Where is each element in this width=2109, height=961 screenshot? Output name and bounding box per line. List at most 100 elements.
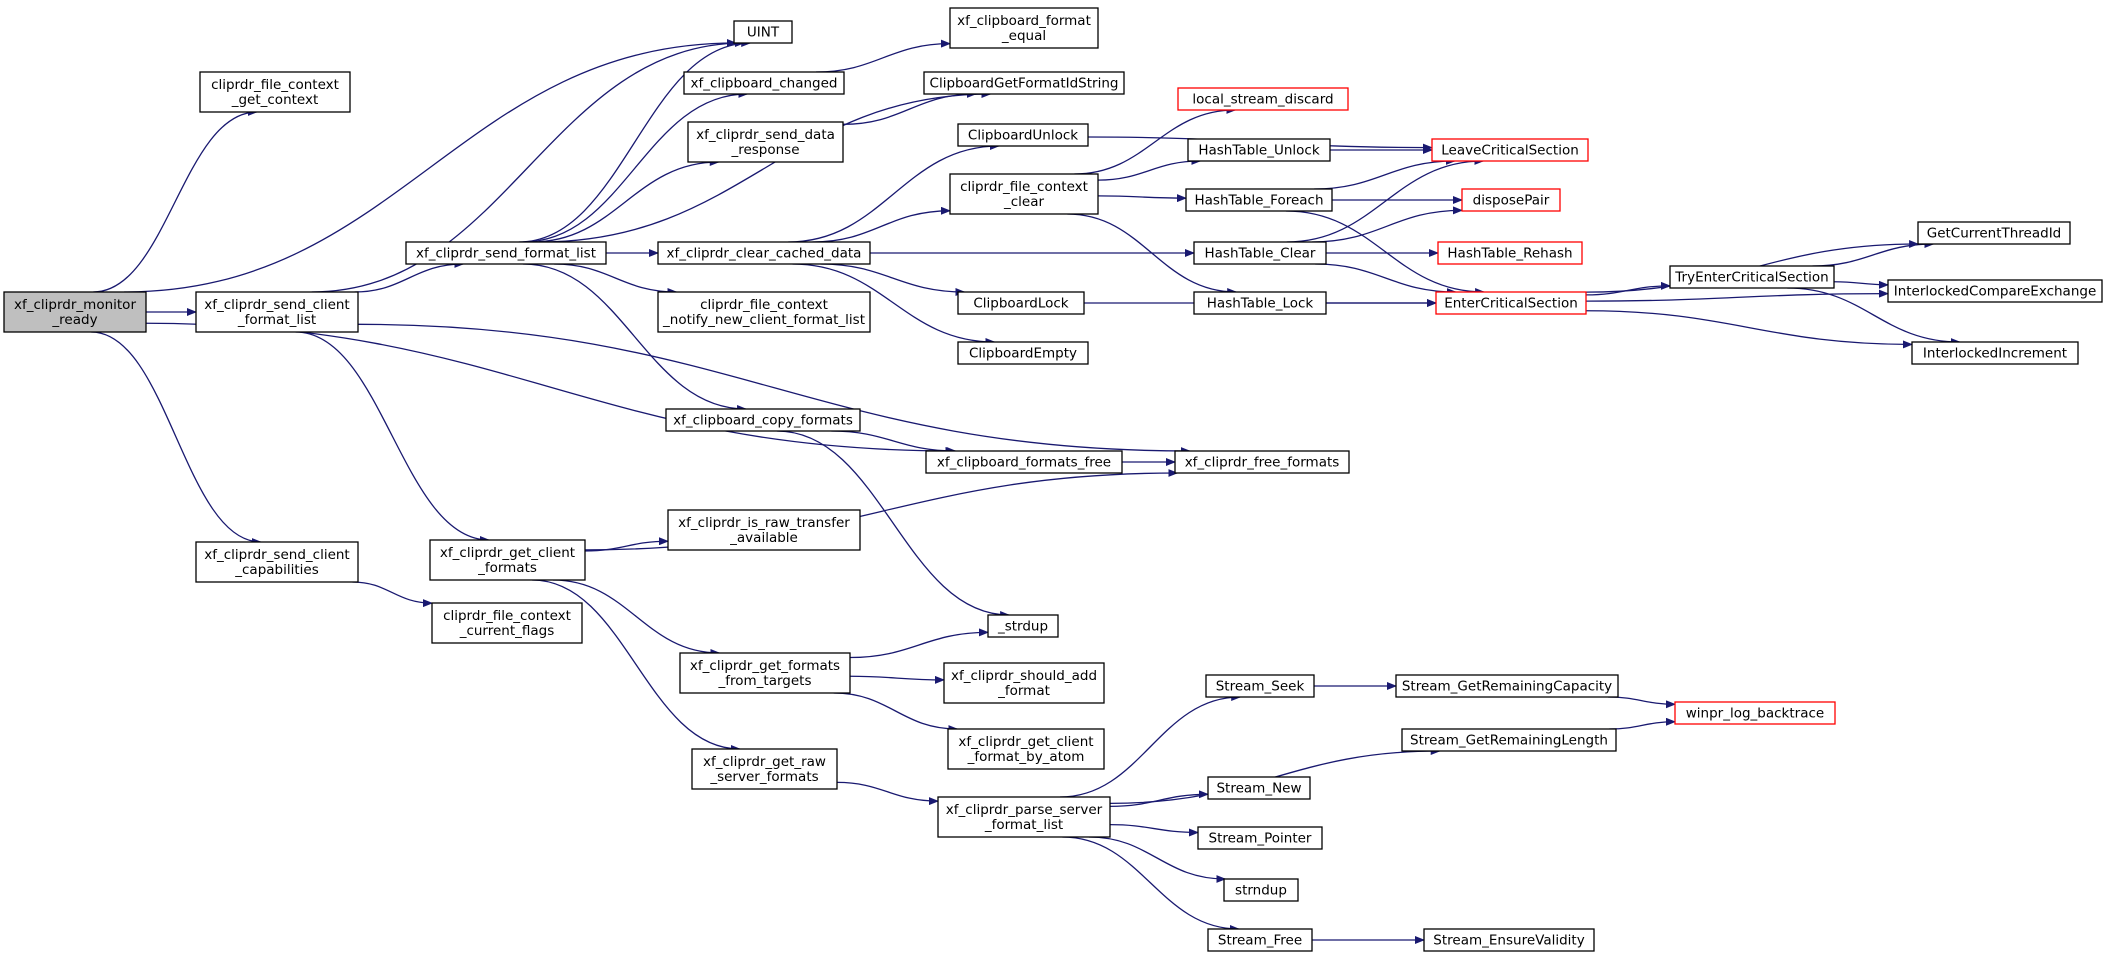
node-label: strndup [1235,883,1287,899]
node-is_raw[interactable]: xf_cliprdr_is_raw_transfer_available [667,509,861,551]
node-clipboard_empty[interactable]: ClipboardEmpty [957,341,1089,365]
call-edge-parse_server-to-strndup [1088,836,1227,883]
node-interlocked_cmp[interactable]: InterlockedCompareExchange [1887,279,2103,303]
call-edge-send_client_format_list-to-send_format_list [354,260,465,293]
node-clipboard_changed[interactable]: xf_clipboard_changed [683,71,845,95]
node-strdup[interactable]: _strdup [987,614,1059,638]
node-send_client_caps[interactable]: xf_cliprdr_send_client_capabilities [195,541,359,583]
node-copy_formats[interactable]: xf_clipboard_copy_formats [665,408,861,432]
edge-line [352,581,433,608]
call-edge-parse_server-to-stream_pointer [1109,824,1199,837]
node-uint[interactable]: UINT [733,20,793,44]
node-log_backtrace[interactable]: winpr_log_backtrace [1674,701,1836,725]
node-ht_rehash[interactable]: HashTable_Rehash [1437,241,1583,265]
node-clipboard_unlock[interactable]: ClipboardUnlock [957,123,1089,147]
node-ensure_validity[interactable]: Stream_EnsureValidity [1423,928,1595,952]
node-format_equal[interactable]: xf_clipboard_format_equal [949,7,1099,49]
edge-line [584,537,669,552]
node-box [1177,87,1349,111]
node-formats_free[interactable]: xf_clipboard_formats_free [925,450,1123,474]
edge-line [1833,280,1889,289]
node-label: Stream_Free [1218,933,1302,949]
node-send_format_list[interactable]: xf_cliprdr_send_format_list [405,241,607,265]
node-ht_lock[interactable]: HashTable_Lock [1193,291,1327,315]
node-enter_cs[interactable]: EnterCriticalSection [1435,291,1587,315]
node-box [691,748,838,790]
node-remaining_capacity[interactable]: Stream_GetRemainingCapacity [1395,674,1619,698]
node-label: _capabilities [234,562,319,578]
node-parse_server[interactable]: xf_cliprdr_parse_server_format_list [937,796,1111,838]
edge-line [1097,157,1202,181]
node-monitor_ready[interactable]: xf_cliprdr_monitor_ready [3,291,147,333]
node-ht_foreach[interactable]: HashTable_Foreach [1185,188,1333,212]
call-edge-monitor_ready-to-file_ctx_get [93,108,258,293]
node-box [195,541,359,583]
edge-line [124,39,737,293]
node-box [957,123,1089,147]
node-file_ctx_flags[interactable]: cliprdr_file_context_current_flags [431,602,583,644]
node-box [195,291,359,333]
call-edge-get_formats_targets-to-strdup [849,628,989,659]
node-label: Stream_GetRemainingLength [1410,733,1608,749]
edge-line [1787,287,1961,346]
call-edge-ht_clear-to-dispose_pair [1312,206,1463,243]
node-box [405,241,607,265]
node-label: xf_cliprdr_free_formats [1185,455,1340,471]
node-try_enter_cs[interactable]: TryEnterCriticalSection [1669,265,1835,289]
node-remaining_length[interactable]: Stream_GetRemainingLength [1401,728,1617,752]
call-edge-send_format_list-to-send_data_response [531,158,720,243]
call-edge-send_client_format_list-to-free_formats [357,323,1191,455]
node-file_ctx_clear[interactable]: cliprdr_file_context_clear [949,173,1099,215]
node-ht_unlock[interactable]: HashTable_Unlock [1187,138,1331,162]
node-stream_seek[interactable]: Stream_Seek [1205,674,1315,698]
node-box [1207,928,1313,952]
node-send_client_format_list[interactable]: xf_cliprdr_send_client_format_list [195,291,359,333]
node-should_add[interactable]: xf_cliprdr_should_add_format [943,662,1105,704]
node-get_thread_id[interactable]: GetCurrentThreadId [1917,221,2071,245]
node-notify_new[interactable]: cliprdr_file_context_notify_new_client_f… [657,291,871,333]
node-stream_new[interactable]: Stream_New [1207,776,1311,800]
node-strndup[interactable]: strndup [1223,878,1299,902]
node-get_format_id_string[interactable]: ClipboardGetFormatIdString [923,71,1125,95]
node-label: cliprdr_file_context [700,297,828,313]
node-get_raw_server[interactable]: xf_cliprdr_get_raw_server_formats [691,748,838,790]
node-label: _current_flags [459,623,555,639]
node-box [1917,221,2071,245]
node-get_client_formats[interactable]: xf_cliprdr_get_client_formats [429,539,586,581]
call-edge-send_format_list-to-notify_new [554,263,678,296]
call-edge-send_client_format_list-to-uint [311,39,745,293]
call-edge-send_format_list-to-uint [518,39,752,243]
node-box [949,173,1099,215]
node-leave_cs[interactable]: LeaveCriticalSection [1431,138,1589,162]
edge-line [295,331,490,544]
node-clear_cached_data[interactable]: xf_cliprdr_clear_cached_data [657,241,871,265]
edge-line [522,90,749,243]
edge-line [833,692,959,733]
node-ht_clear[interactable]: HashTable_Clear [1193,241,1327,265]
edge-line [1609,717,1676,730]
node-free_formats[interactable]: xf_cliprdr_free_formats [1174,450,1350,474]
node-stream_free[interactable]: Stream_Free [1207,928,1313,952]
edge-line [836,781,939,806]
node-local_stream_discard[interactable]: local_stream_discard [1177,87,1349,111]
edge-line [842,90,977,125]
call-edge-file_ctx_clear-to-ht_foreach [1097,194,1187,203]
node-get_formats_targets[interactable]: xf_cliprdr_get_formats_from_targets [679,652,851,694]
edge-line [93,108,258,293]
node-label: HashTable_Clear [1205,246,1316,262]
node-interlocked_inc[interactable]: InterlockedIncrement [1911,341,2079,365]
node-dispose_pair[interactable]: disposePair [1461,188,1561,212]
node-clipboard_lock[interactable]: ClipboardLock [957,291,1085,315]
node-box [947,728,1105,770]
node-stream_pointer[interactable]: Stream_Pointer [1197,826,1323,850]
node-box [1669,265,1835,289]
edge-line [357,323,1191,455]
node-label: Stream_Pointer [1209,831,1312,847]
node-send_data_response[interactable]: xf_cliprdr_send_data_response [687,121,844,163]
function-nodes: xf_cliprdr_monitor_ready cliprdr_file_con… [3,7,2103,952]
node-box [1193,241,1327,265]
node-by_atom[interactable]: xf_cliprdr_get_client_format_by_atom [947,728,1105,770]
node-box [925,450,1123,474]
node-file_ctx_get[interactable]: cliprdr_file_context_get_context [199,71,351,113]
call-edge-parse_server-to-stream_free [1062,836,1240,933]
